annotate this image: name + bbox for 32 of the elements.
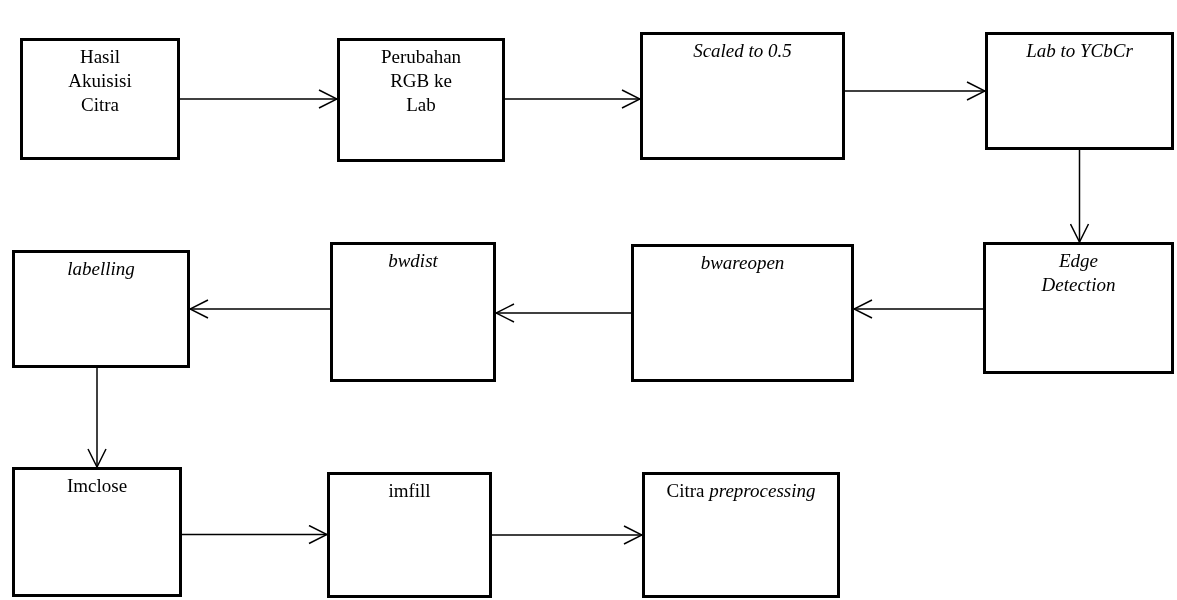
arrow (491, 525, 643, 545)
step-label: imfill (387, 479, 432, 503)
arrow (853, 299, 984, 319)
arrow (189, 299, 331, 319)
process-box (640, 32, 845, 160)
step-label: Scaled to 0.5 (692, 39, 793, 63)
arrow (181, 524, 328, 545)
arrow (179, 89, 338, 109)
step-label: Perubahan RGB ke Lab (379, 45, 463, 117)
process-box (12, 467, 182, 597)
process-box (12, 250, 190, 368)
arrow (1069, 149, 1090, 243)
arrow (504, 89, 641, 109)
step-label: Imclose (65, 474, 129, 498)
process-box (20, 38, 180, 160)
step-label: Citra preprocessing (665, 479, 817, 503)
step-label: Lab to YCbCr (1025, 39, 1134, 63)
process-box (985, 32, 1174, 150)
arrow (844, 81, 986, 101)
step-label: Hasil Akuisisi Citra (67, 45, 133, 117)
step-label: bwdist (387, 249, 439, 273)
step-label: Edge Detection (1040, 249, 1117, 297)
process-box (337, 38, 505, 162)
step-label: labelling (66, 257, 136, 281)
process-box (642, 472, 840, 598)
arrow (495, 303, 632, 323)
process-box (330, 242, 496, 382)
process-box (983, 242, 1174, 374)
step-label: bwareopen (699, 251, 786, 275)
process-box (327, 472, 492, 598)
arrow (87, 367, 107, 468)
process-box (631, 244, 854, 382)
